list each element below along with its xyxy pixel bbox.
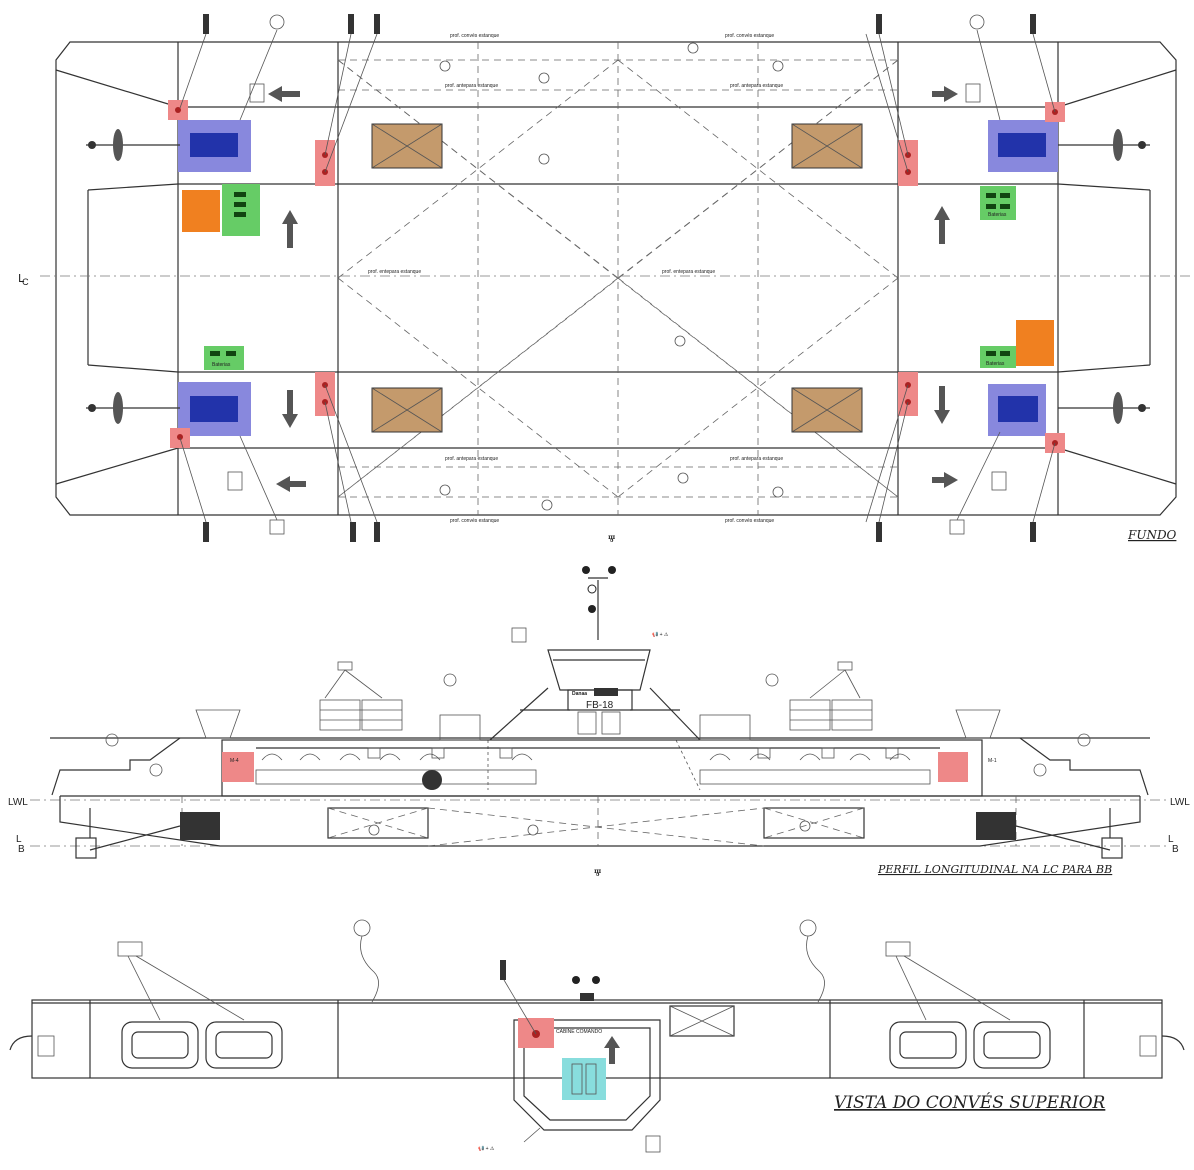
svg-text:M-1: M-1 [988, 758, 997, 764]
hazard-profile-right [938, 752, 968, 782]
horn-symbol-top: 📢 + ⚠ [478, 1145, 495, 1152]
svg-text:prof. antepara estanque: prof. antepara estanque [730, 456, 783, 462]
svg-text:Ⱋ: Ⱋ [608, 534, 615, 545]
svg-text:FB-18: FB-18 [586, 700, 614, 711]
svg-text:L: L [1168, 834, 1174, 845]
orange-box-right [1016, 320, 1054, 366]
svg-text:Baterias: Baterias [212, 362, 231, 368]
svg-text:prof. convés estanque: prof. convés estanque [450, 518, 499, 524]
svg-text:CABINE COMANDO: CABINE COMANDO [556, 1029, 602, 1035]
title-vista-conves: VISTA DO CONVÉS SUPERIOR [834, 1092, 1106, 1113]
wheelhouse-outline [513, 1019, 661, 1131]
title-perfil: PERFIL LONGITUDINAL NA LC PARA BB [877, 863, 1112, 876]
svg-text:L: L [16, 834, 22, 845]
svg-text:Baterias: Baterias [988, 212, 1007, 218]
propeller-shaft-group [86, 129, 1150, 424]
person-figure [422, 770, 442, 790]
bottom-view: ⅬC [18, 14, 1194, 545]
svg-text:Danaa: Danaa [572, 691, 587, 697]
svg-text:prof. convés estanque: prof. convés estanque [450, 33, 499, 39]
top-deck-view: CABINE COMANDO 📢 + ⚠ VISTA DO CONVÉS SUP… [9, 919, 1185, 1153]
engine-profile-left [180, 812, 220, 840]
battery-bottom-left [204, 346, 244, 370]
title-fundo: FUNDO [1127, 528, 1177, 542]
tanks [371, 123, 863, 433]
svg-text:prof. convés estanque: prof. convés estanque [725, 33, 774, 39]
svg-text:B: B [1172, 844, 1179, 855]
svg-text:Baterias: Baterias [986, 361, 1005, 367]
engine-profile-right [976, 812, 1016, 840]
svg-text:Ⱋ: Ⱋ [594, 868, 601, 879]
svg-text:prof. convés estanque: prof. convés estanque [725, 518, 774, 524]
profile-view: Danaa FB-18 📢 + ⚠ M-4 [8, 566, 1190, 879]
svg-text:prof. antepara estanque: prof. antepara estanque [445, 83, 498, 89]
life-rafts-top [121, 1021, 1051, 1069]
svg-text:prof. entepara estanque: prof. entepara estanque [662, 269, 715, 275]
cabin-equipment [562, 1058, 606, 1100]
battery-top-right [980, 186, 1016, 220]
life-rafts-profile [319, 661, 873, 731]
horn-symbol: 📢 + ⚠ [652, 631, 669, 638]
hazard-markers-bottom [168, 100, 1065, 453]
svg-text:prof. entepara estanque: prof. entepara estanque [368, 269, 421, 275]
hazard-profile-left [222, 752, 254, 782]
svg-text:LWL: LWL [1170, 797, 1190, 808]
svg-text:M-4: M-4 [230, 758, 239, 764]
centerline-label: ⅬC [18, 273, 29, 287]
svg-text:prof. antepara estanque: prof. antepara estanque [730, 83, 783, 89]
hull-outline-bottom [55, 41, 1177, 516]
svg-text:prof. antepara estanque: prof. antepara estanque [445, 456, 498, 462]
svg-text:B: B [18, 844, 25, 855]
svg-text:LWL: LWL [8, 797, 28, 808]
flow-arrows [268, 86, 958, 492]
orange-box-left [182, 190, 220, 232]
battery-top-left [222, 184, 260, 236]
